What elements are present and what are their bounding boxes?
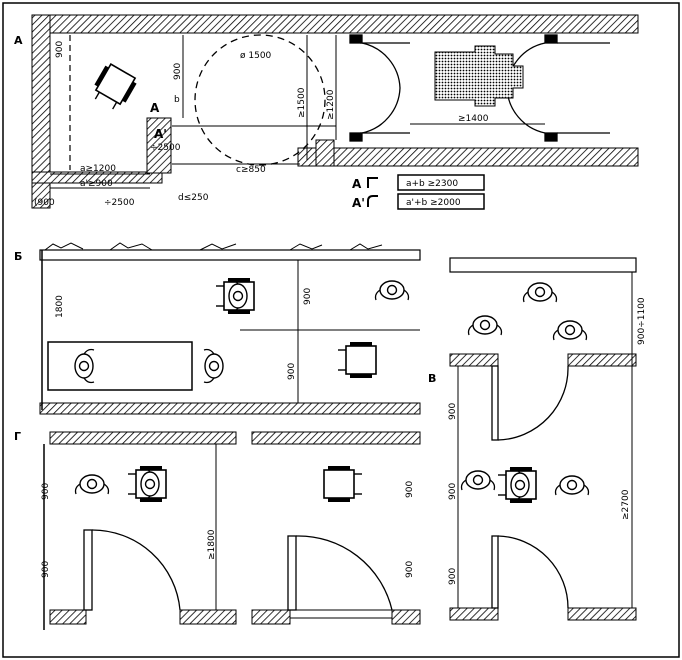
door-g-left: [83, 529, 181, 611]
dim-900-c: 900: [405, 481, 415, 498]
panel-b-top-wall: [39, 249, 421, 261]
legend-row2-box: [397, 193, 485, 210]
panel-b-top-rubble: [44, 242, 383, 251]
pedestrian-b-icon: [522, 282, 558, 303]
panel-g-bottom-wall-4: [391, 609, 421, 625]
stretcher: [47, 341, 193, 391]
dim-900-a: 900: [448, 403, 458, 420]
dim-c-ge850: c≥850: [236, 165, 266, 175]
wall-corner-block: [146, 117, 172, 174]
wall-bottom-left: [31, 171, 163, 184]
section-label-a: A: [14, 34, 23, 47]
panel-g-bottom-wall-3: [251, 609, 291, 625]
panel-v: В 900÷1100 900 900 900 ≥2700: [428, 257, 647, 621]
dim-ge1800: ≥1800: [207, 529, 217, 560]
dim-900-d: 900: [405, 561, 415, 578]
dim-900-1100: 900÷1100: [637, 297, 647, 345]
pedestrian-c-icon: [552, 320, 588, 341]
dim-circle: ø 1500: [240, 51, 272, 61]
dim-d-le250: d≤250: [178, 193, 209, 203]
panel-g-bottom-wall-2: [179, 609, 237, 625]
attendant-g-icon: [74, 474, 110, 495]
panel-g-top-wall-right: [251, 431, 421, 445]
wall-bottom-right: [297, 147, 639, 167]
legend-row2-corner-icon: [367, 195, 378, 207]
section-label-v: В: [428, 372, 436, 385]
legend-row1-box: [397, 174, 485, 191]
dotted-figure: [434, 45, 524, 107]
panel-b: Б 1800 900 900: [14, 242, 421, 415]
wheelchair-user-icon: [215, 277, 255, 315]
dim-1800: 1800: [55, 295, 65, 318]
dim-900-left: 900: [55, 41, 65, 58]
dim-900-a: 900: [41, 483, 51, 500]
turning-circle: [194, 34, 326, 166]
dim-900-b: 900: [41, 561, 51, 578]
dim-900-b: 900: [287, 363, 297, 380]
dim-ge1500: ≥1500: [297, 87, 307, 118]
wall-left: [31, 14, 51, 209]
panel-v-mid-wall-left: [449, 353, 499, 367]
legend-row2-formula: a'+b ≥2000: [406, 198, 461, 208]
panel-a: A ø 1500 900 ≥1500 ≥1200 900 A A' ÷2500 …: [14, 14, 639, 210]
dim-900-c: 900: [448, 568, 458, 585]
wheelchair-user-v-icon: [497, 466, 537, 504]
dim-b-mark: b: [174, 95, 180, 105]
attendant-v2-icon: [554, 475, 590, 496]
dim-bottom-2500: ÷2500: [104, 198, 135, 208]
door-upper: [491, 365, 569, 441]
dim-ge2700: ≥2700: [621, 489, 631, 520]
panel-g: Г 900 900 ≥1800 900 900: [14, 430, 421, 630]
panel-v-bottom-wall-left: [449, 607, 499, 621]
dim-a-ge1200: a≥1200: [80, 164, 116, 174]
legend-row2-label: A': [352, 196, 365, 210]
panel-b-bottom-wall: [39, 402, 421, 415]
wheelchair-angled-icon: [87, 61, 140, 114]
panel-g-bottom-wall-1: [49, 609, 87, 625]
label-a-small: A: [150, 101, 160, 115]
door-g-right: [287, 535, 393, 611]
legend-row1-corner-icon: [367, 177, 378, 188]
wheelchair-user-g-icon: [127, 465, 167, 503]
legend-row1-label: A: [352, 177, 362, 191]
pedestrian-icon: [374, 280, 410, 301]
section-label-b: Б: [14, 250, 22, 263]
label-a-prime-small: A': [154, 127, 167, 141]
panel-g-threshold: [289, 609, 393, 619]
panel-v-mid-wall-right: [567, 353, 637, 367]
attendant-icon: [203, 348, 224, 384]
dim-900-vertical: 900: [173, 63, 183, 80]
panel-v-bottom-wall-right: [567, 607, 637, 621]
legend-row1-formula: a+b ≥2300: [406, 179, 458, 189]
section-label-g: Г: [14, 430, 21, 443]
empty-wheelchair-g-icon: [323, 465, 363, 503]
pedestrian-a-icon: [467, 315, 503, 336]
dim-ge1400: ≥1400: [458, 114, 489, 124]
panel-g-top-wall-left: [49, 431, 237, 445]
dim-900-b: 900: [448, 483, 458, 500]
dim-900-a: 900: [303, 288, 313, 305]
dim-a-prime-ge900: a'≥900: [80, 179, 113, 189]
dim-inner-2500: ÷2500: [150, 143, 181, 153]
dim-ge1200-v: ≥1200: [326, 89, 336, 120]
wall-top: [31, 14, 639, 34]
dim-bottom-1900: (900: [34, 198, 55, 208]
door-lower: [491, 535, 569, 609]
panel-v-top-wall: [449, 257, 637, 273]
attendant-v-icon: [460, 470, 496, 491]
empty-wheelchair-icon: [337, 341, 377, 379]
wall-stub: [315, 139, 335, 167]
